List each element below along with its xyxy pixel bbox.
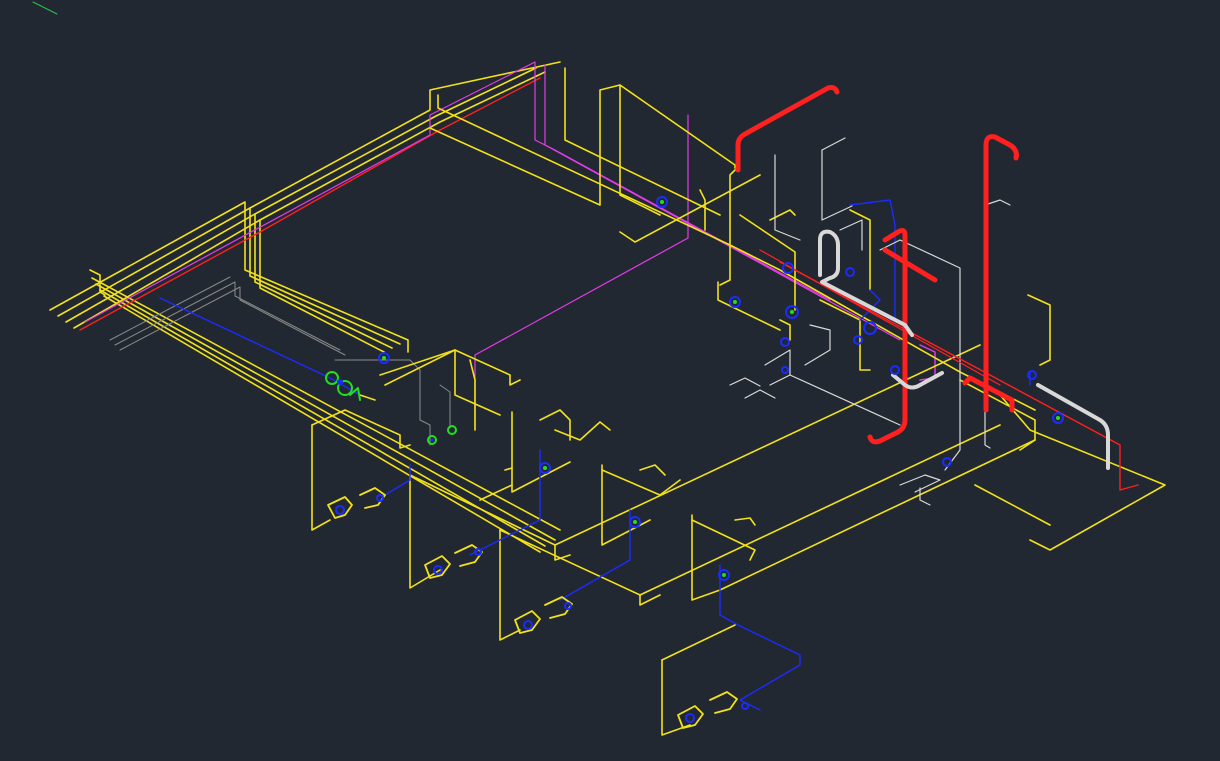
valve-icon — [656, 196, 668, 208]
fixture-icon — [514, 596, 573, 634]
valve-icon — [853, 321, 877, 345]
valve-icon — [718, 569, 730, 581]
fixture-icon — [327, 487, 386, 519]
valve-icon — [378, 352, 390, 364]
valve-icon — [539, 462, 551, 474]
valve-icon — [890, 365, 900, 375]
valve-icon — [942, 457, 952, 467]
fixture-icon — [677, 691, 749, 729]
hot-line-thin — [779, 261, 1139, 491]
cold-line-left — [159, 297, 361, 396]
fixture-icon — [325, 371, 361, 401]
valve-icon — [780, 337, 790, 347]
vent-line-2 — [544, 64, 901, 341]
hot-line-thin-2 — [759, 249, 1001, 386]
valve-icon — [845, 267, 855, 277]
vent-line-3 — [474, 114, 689, 426]
cold-lines-lower — [384, 199, 1031, 711]
valve-icon — [785, 305, 799, 319]
ucs-axis-icon — [32, 1, 58, 15]
valve-icon — [782, 262, 794, 274]
valves — [325, 196, 1064, 581]
valve-icon — [729, 296, 741, 308]
upper-main-pipes — [429, 67, 1166, 551]
valve-icon — [629, 516, 641, 528]
valve-icon — [781, 366, 789, 374]
white-pipes — [818, 229, 1110, 470]
fixture-icon — [427, 425, 457, 445]
hot-pipes — [735, 85, 1019, 445]
gray-lines — [109, 276, 451, 446]
fixture-icon — [424, 544, 483, 579]
left-header-bundle — [49, 61, 561, 553]
valve-icon — [1052, 412, 1064, 424]
fixture-assemblies — [327, 487, 749, 729]
red-bundle-line — [79, 77, 541, 331]
valve-icon — [1027, 370, 1037, 380]
